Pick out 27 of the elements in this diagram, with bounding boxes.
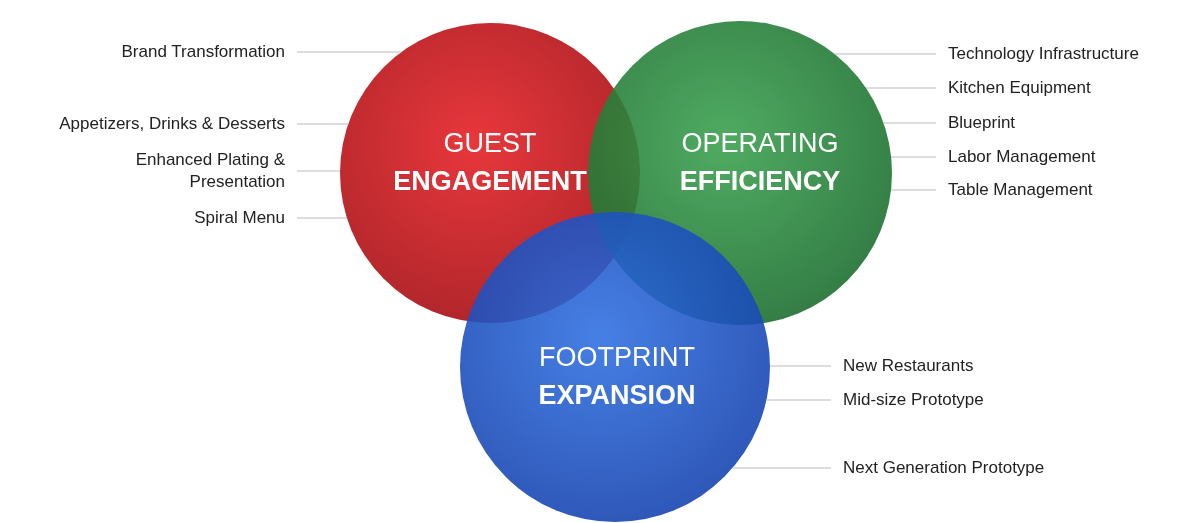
topic-label: Enhanced Plating & Presentation (85, 149, 285, 193)
leader-line (882, 122, 937, 124)
topic-label: Brand Transformation (121, 41, 285, 63)
leader-line (296, 51, 402, 53)
leader-line (890, 156, 937, 158)
leader-line (890, 189, 937, 191)
topic-label: Technology Infrastructure (948, 43, 1139, 65)
leader-line (296, 123, 349, 125)
leader-line (765, 399, 832, 401)
circle-title: GUEST ENGAGEMENT (393, 127, 587, 198)
circle-title: FOOTPRINT EXPANSION (538, 341, 696, 412)
topic-label: Spiral Menu (194, 207, 285, 229)
leader-line (769, 365, 832, 367)
leader-line (296, 217, 348, 219)
topic-label: Mid-size Prototype (843, 389, 984, 411)
topic-label: Blueprint (948, 112, 1016, 134)
topic-label: Kitchen Equipment (948, 77, 1091, 99)
topic-label: New Restaurants (843, 355, 974, 377)
leader-line (296, 170, 341, 172)
topic-label: Labor Management (948, 146, 1096, 168)
leader-line (732, 467, 832, 469)
leader-line (833, 53, 937, 55)
topic-label: Next Generation Prototype (843, 457, 1045, 479)
leader-line (865, 87, 937, 89)
topic-label: Appetizers, Drinks & Desserts (59, 113, 285, 135)
circle-title: OPERATING EFFICIENCY (679, 127, 841, 198)
topic-label: Table Management (948, 179, 1093, 201)
